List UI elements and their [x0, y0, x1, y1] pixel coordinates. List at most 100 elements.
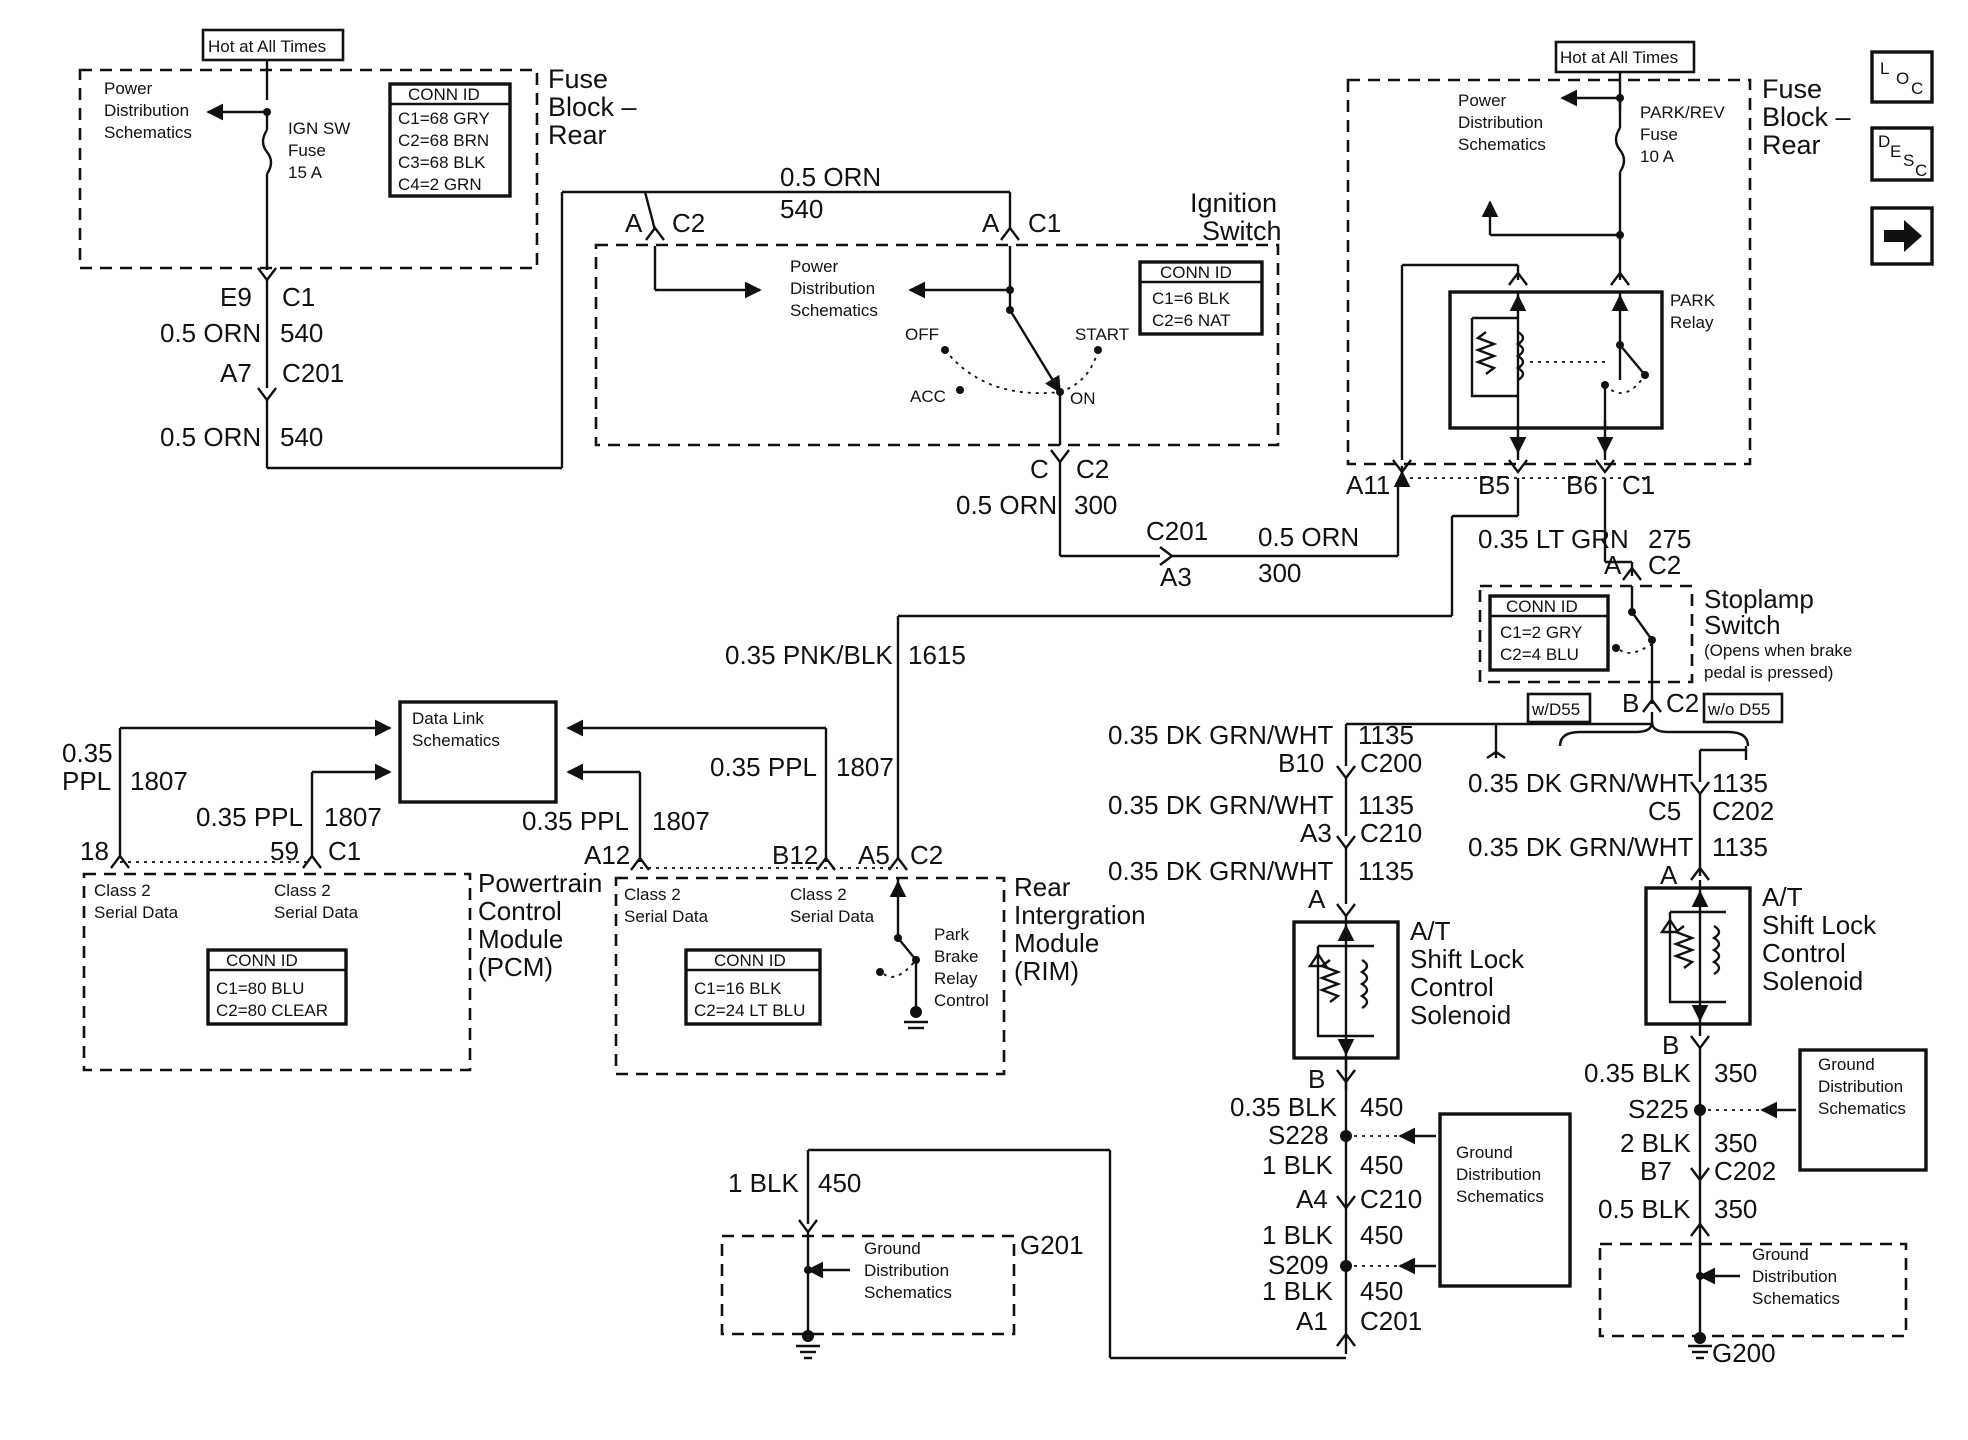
svg-text:A12: A12	[584, 840, 630, 870]
svg-text:Power: Power	[790, 257, 839, 276]
svg-text:Ground: Ground	[1752, 1245, 1809, 1264]
svg-text:A: A	[982, 208, 1000, 238]
loc-button[interactable]: L O C	[1870, 50, 1934, 104]
svg-text:Ground: Ground	[864, 1239, 921, 1258]
svg-text:2 BLK: 2 BLK	[1620, 1128, 1691, 1158]
svg-text:Control: Control	[934, 991, 989, 1010]
next-button[interactable]	[1870, 206, 1934, 266]
svg-text:OFF: OFF	[905, 325, 939, 344]
svg-text:Schematics: Schematics	[864, 1283, 952, 1302]
svg-text:275: 275	[1648, 524, 1691, 554]
svg-text:PPL: PPL	[62, 766, 111, 796]
svg-text:Serial Data: Serial Data	[790, 907, 875, 926]
svg-text:Serial Data: Serial Data	[624, 907, 709, 926]
svg-text:450: 450	[1360, 1220, 1403, 1250]
svg-text:C1=80 BLU: C1=80 BLU	[216, 979, 304, 998]
arrow-right-icon	[1884, 220, 1922, 252]
svg-text:CONN ID: CONN ID	[1506, 597, 1578, 616]
svg-text:B: B	[1662, 1030, 1679, 1060]
svg-text:15 A: 15 A	[288, 163, 323, 182]
svg-text:1135: 1135	[1358, 856, 1414, 886]
svg-text:Schematics: Schematics	[104, 123, 192, 142]
svg-text:A4: A4	[1296, 1184, 1328, 1214]
svg-text:w/D55: w/D55	[1531, 700, 1580, 719]
svg-text:Distribution: Distribution	[1456, 1165, 1541, 1184]
svg-text:0.35: 0.35	[62, 738, 113, 768]
svg-text:B: B	[1622, 688, 1639, 718]
svg-text:ACC: ACC	[910, 387, 946, 406]
svg-text:B7: B7	[1640, 1156, 1672, 1186]
svg-text:IGN SW: IGN SW	[288, 119, 350, 138]
powertrain-control-module: Class 2 Serial Data Class 2 Serial Data …	[82, 868, 602, 1072]
svg-text:B: B	[1308, 1064, 1325, 1094]
svg-text:Brake: Brake	[934, 947, 978, 966]
svg-text:1807: 1807	[836, 752, 894, 782]
svg-text:Shift Lock: Shift Lock	[1762, 910, 1877, 940]
svg-text:Power: Power	[104, 79, 153, 98]
ground-icon	[802, 1330, 814, 1342]
svg-text:Fuse: Fuse	[1640, 125, 1678, 144]
svg-text:C1=2 GRY: C1=2 GRY	[1500, 623, 1582, 642]
svg-text:Solenoid: Solenoid	[1410, 1000, 1511, 1030]
svg-text:C2=80 CLEAR: C2=80 CLEAR	[216, 1001, 328, 1020]
svg-text:10 A: 10 A	[1640, 147, 1675, 166]
shift-lock-solenoid-right: 0.35 DK GRN/WHT 1135 C5 C202 0.35 DK GRN…	[1468, 746, 1928, 1368]
svg-text:Ground: Ground	[1456, 1143, 1513, 1162]
svg-text:A: A	[625, 208, 643, 238]
data-link-schematics: Data Link Schematics	[398, 700, 558, 804]
svg-text:C2=24 LT BLU: C2=24 LT BLU	[694, 1001, 805, 1020]
svg-text:C1: C1	[328, 836, 361, 866]
wire-450-g201: 1 BLK 450	[728, 1148, 1346, 1360]
svg-text:0.35 PPL: 0.35 PPL	[522, 806, 629, 836]
svg-text:Rear: Rear	[1762, 130, 1821, 160]
svg-text:Module: Module	[478, 924, 563, 954]
svg-text:1 BLK: 1 BLK	[728, 1168, 799, 1198]
wire-300: C201 A3 0.5 ORN 300	[1060, 484, 1400, 592]
svg-text:Data Link: Data Link	[412, 709, 484, 728]
svg-text:C201: C201	[1360, 1306, 1422, 1336]
svg-text:1807: 1807	[324, 802, 382, 832]
svg-text:Class 2: Class 2	[274, 881, 331, 900]
svg-text:450: 450	[1360, 1150, 1403, 1180]
svg-text:C1: C1	[282, 282, 315, 312]
svg-text:Schematics: Schematics	[1752, 1289, 1840, 1308]
svg-text:Block –: Block –	[548, 92, 637, 122]
svg-text:PARK/REV: PARK/REV	[1640, 103, 1725, 122]
svg-text:A/T: A/T	[1410, 916, 1451, 946]
svg-text:Schematics: Schematics	[1818, 1099, 1906, 1118]
svg-text:Powertrain: Powertrain	[478, 868, 602, 898]
svg-text:C2: C2	[910, 840, 943, 870]
svg-text:E9: E9	[220, 282, 252, 312]
svg-text:C2: C2	[672, 208, 705, 238]
svg-text:C2=4 BLU: C2=4 BLU	[1500, 645, 1579, 664]
ground-icon-g200	[1694, 1332, 1706, 1344]
svg-text:Park: Park	[934, 925, 969, 944]
rear-integration-module: Class 2 Serial Data Class 2 Serial Data …	[614, 872, 1146, 1076]
svg-text:A/T: A/T	[1762, 882, 1803, 912]
svg-text:A: A	[1308, 884, 1326, 914]
svg-text:(PCM): (PCM)	[478, 952, 553, 982]
svg-text:C1=6 BLK: C1=6 BLK	[1152, 289, 1231, 308]
svg-text:Schematics: Schematics	[790, 301, 878, 320]
svg-text:0.5 BLK: 0.5 BLK	[1598, 1194, 1691, 1224]
svg-text:450: 450	[1360, 1276, 1403, 1306]
svg-text:540: 540	[280, 422, 323, 452]
svg-text:Intergration: Intergration	[1014, 900, 1146, 930]
svg-text:Ground: Ground	[1818, 1055, 1875, 1074]
svg-text:Schematics: Schematics	[412, 731, 500, 750]
svg-text:Schematics: Schematics	[1456, 1187, 1544, 1206]
svg-text:1135: 1135	[1712, 768, 1768, 798]
svg-text:C4=2 GRN: C4=2 GRN	[398, 175, 482, 194]
hot-at-all-times-label: Hot at All Times	[208, 37, 326, 56]
svg-text:Rear: Rear	[1014, 872, 1071, 902]
svg-text:540: 540	[280, 318, 323, 348]
svg-text:B12: B12	[772, 840, 818, 870]
svg-text:350: 350	[1714, 1058, 1757, 1088]
svg-text:0.5 ORN: 0.5 ORN	[160, 422, 261, 452]
svg-text:C201: C201	[282, 358, 344, 388]
svg-text:Schematics: Schematics	[1458, 135, 1546, 154]
svg-text:(Opens when brake: (Opens when brake	[1704, 641, 1852, 660]
desc-button[interactable]: D E S C	[1870, 126, 1934, 182]
svg-text:Ignition: Ignition	[1190, 188, 1277, 218]
svg-text:Rear: Rear	[548, 120, 607, 150]
